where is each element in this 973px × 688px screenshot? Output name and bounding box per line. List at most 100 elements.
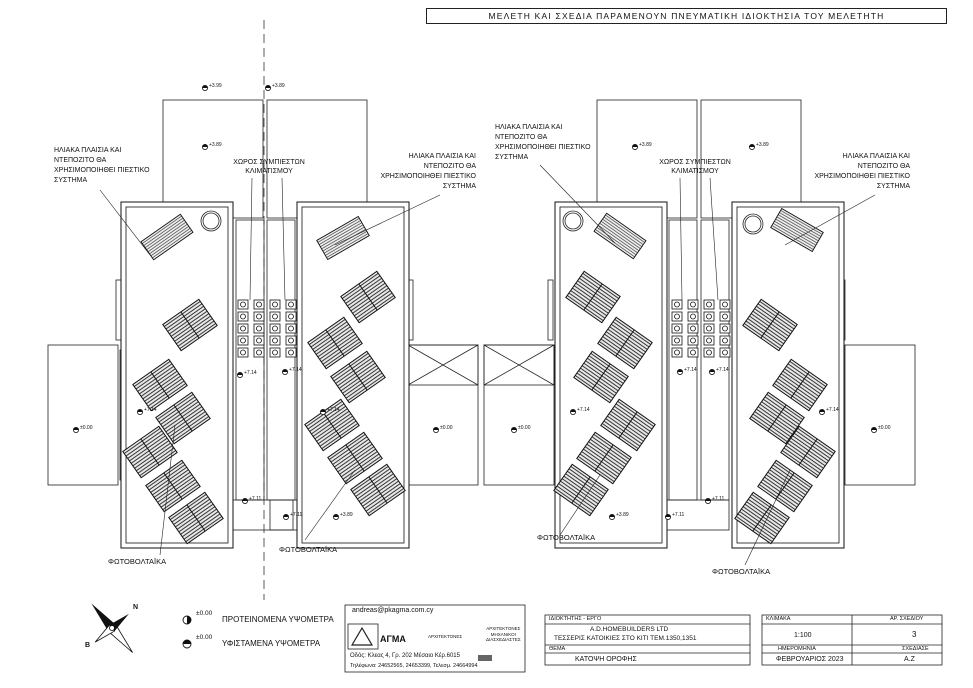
legend-existing-label: ΥΦΙΣΤΑΜΕΝΑ ΥΨΟΜΕΤΡΑ [222, 639, 321, 648]
north-arrow-icon [91, 603, 133, 653]
level-marker-fill [137, 409, 143, 412]
level-marker-fill [320, 409, 326, 412]
level-marker-fill [433, 427, 439, 430]
level-value: +3.89 [616, 512, 629, 518]
level-marker-fill [282, 369, 288, 372]
ac-fan-icon [272, 337, 278, 344]
ac-fan-icon [256, 349, 262, 356]
drawn-header: ΣΧΕΔΙΑΣΕ [902, 646, 929, 652]
north-n-label: N [133, 604, 139, 611]
ac-fan-icon [706, 349, 712, 356]
ac-fan-icon [256, 325, 262, 332]
ac-fan-icon [288, 301, 294, 308]
office-brand: ΑΓΜΑ [380, 634, 406, 644]
level-value: +3.89 [272, 83, 285, 89]
ac-fan-icon [288, 337, 294, 344]
ac-fan-icon [722, 325, 728, 332]
drawn-value: Α.Ζ [904, 656, 915, 663]
ac-space-line: ΧΩΡΟΣ ΣΥΜΠΙΕΣΤΩΝ [233, 159, 305, 166]
ac-space-line: ΚΛΙΜΑΤΙΣΜΟΥ [671, 168, 719, 175]
level-value: +3.89 [639, 142, 652, 148]
north-b-label: B [85, 642, 91, 649]
heater-note-line: ΝΤΕΠΟΖΙΤΟ ΘΑ [423, 163, 476, 170]
office-services: ΑΡΧΙΤΕΚΤΟΝΕΣ ΜΗΧΑΝΙΚΟΙ ΔΙΑΣΧΕΔΙΑΣΤΕΣ [486, 626, 521, 643]
scale-header: ΚΛΙΜΑΚΑ [766, 616, 791, 622]
theme-header: ΘΕΜΑ [549, 646, 566, 652]
heater-note-line: ΝΤΕΠΟΖΙΤΟ ΘΑ [495, 134, 548, 141]
heater-note-line: ΣΥΣΤΗΜΑ [876, 183, 910, 190]
ac-fan-icon [240, 301, 246, 308]
ac-fan-icon [674, 325, 680, 332]
level-value: +3.89 [209, 142, 222, 148]
ac-fan-icon [240, 337, 246, 344]
legend-existing-value: ±0.00 [196, 634, 213, 641]
owner-header: ΙΔΙΟΚΤΗΤΗΣ - ΕΡΓΟ [549, 616, 602, 622]
level-marker-fill [709, 369, 715, 372]
level-value: +7.14 [244, 370, 257, 376]
office-services-line: ΑΡΧΙΤΕΚΤΟΝΕΣ [486, 626, 521, 631]
ac-fan-icon [690, 325, 696, 332]
ac-fan-icon [706, 337, 712, 344]
ac-fan-icon [706, 301, 712, 308]
heater-note-line: ΧΡΗΣΙΜΟΠΟΙΗΘΕΙ ΠΙΕΣΤΙΚΟ [814, 173, 910, 180]
ac-fan-icon [256, 337, 262, 344]
ac-fan-icon [690, 313, 696, 320]
level-value: +7.14 [327, 407, 340, 413]
heater-note-4: ΗΛΙΑΚΑ ΠΛΑΙΣΙΑ ΚΑΙ ΝΤΕΠΟΖΙΤΟ ΘΑ ΧΡΗΣΙΜΟΠ… [806, 152, 910, 192]
legend-proposed-value: ±0.00 [196, 610, 213, 617]
office-services-line: ΔΙΑΣΧΕΔΙΑΣΤΕΣ [486, 637, 521, 642]
ac-space-note-right: ΧΩΡΟΣ ΣΥΜΠΙΕΣΤΩΝ ΚΛΙΜΑΤΙΣΜΟΥ [652, 158, 738, 176]
level-marker-fill [333, 514, 339, 517]
pv-label-1: ΦΩΤΟΒΟΛΤΑΪΚΑ [108, 557, 167, 566]
level-marker-fill [632, 144, 638, 147]
project-line-2: ΤΕΣΣΕΡΙΣ ΚΑΤΟΙΚΙΕΣ ΣΤΟ ΚΙΤΙ ΤΕΜ.1350,135… [554, 635, 697, 642]
level-marker-fill [242, 498, 248, 501]
level-value: +7.14 [289, 367, 302, 373]
ac-fan-icon [240, 349, 246, 356]
level-marker-fill [202, 144, 208, 147]
ac-space-line: ΚΛΙΜΑΤΙΣΜΟΥ [245, 168, 293, 175]
heater-note-line: ΣΥΣΤΗΜΑ [495, 154, 529, 161]
office-email: andreas@pkagma.com.cy [352, 607, 434, 614]
level-marker-fill [819, 409, 825, 412]
ac-fan-icon [288, 325, 294, 332]
level-value: +7.11 [290, 512, 302, 518]
pv-label-4: ΦΩΤΟΒΟΛΤΑΪΚΑ [712, 567, 771, 576]
level-marker-fill [570, 409, 576, 412]
ac-fan-icon [690, 337, 696, 344]
ac-fan-icon [288, 349, 294, 356]
ac-space-note-left: ΧΩΡΟΣ ΣΥΜΠΙΕΣΤΩΝ ΚΛΙΜΑΤΙΣΜΟΥ [226, 158, 312, 176]
level-value: ±0.00 [518, 425, 531, 431]
heater-note-2: ΗΛΙΑΚΑ ΠΛΑΙΣΙΑ ΚΑΙ ΝΤΕΠΟΖΙΤΟ ΘΑ ΧΡΗΣΙΜΟΠ… [372, 152, 476, 192]
ac-fan-icon [674, 349, 680, 356]
ac-fan-icon [272, 301, 278, 308]
heater-note-3: ΗΛΙΑΚΑ ΠΛΑΙΣΙΑ ΚΑΙ ΝΤΕΠΟΖΙΤΟ ΘΑ ΧΡΗΣΙΜΟΠ… [495, 123, 591, 163]
level-value: +7.14 [826, 407, 839, 413]
ac-fan-icon [240, 313, 246, 320]
level-value: +3.89 [756, 142, 769, 148]
ac-fan-icon [674, 337, 680, 344]
heater-note-line: ΝΤΕΠΟΖΙΤΟ ΘΑ [54, 157, 107, 164]
level-value: ±0.00 [80, 425, 93, 431]
ac-fan-icon [256, 313, 262, 320]
office-services-line: ΜΗΧΑΝΙΚΟΙ [490, 631, 516, 637]
level-marker-fill [749, 144, 755, 147]
office-sub: ΑΡΧΙΤΕΚΤΟΝΕΣ [428, 634, 463, 639]
heater-note-line: ΗΛΙΑΚΑ ΠΛΑΙΣΙΑ ΚΑΙ [54, 147, 122, 154]
level-value: +7.11 [249, 496, 261, 502]
level-value: ±0.00 [878, 425, 891, 431]
ac-fan-icon [240, 325, 246, 332]
ac-fan-icon [722, 337, 728, 344]
level-value: +7.14 [577, 407, 590, 413]
level-marker-fill [609, 514, 615, 517]
project-line-1: A.D.HOMEBUILDERS LTD [590, 626, 669, 633]
theme-value: ΚΑΤΟΨΗ ΟΡΟΦΗΣ [575, 656, 637, 663]
level-value: +7.14 [716, 367, 729, 373]
ac-fan-icon [706, 313, 712, 320]
drawing-no-header: ΑΡ. ΣΧΕΔΙΟΥ [890, 616, 924, 622]
ac-fan-icon [272, 313, 278, 320]
level-marker-fill [283, 514, 289, 517]
ac-fan-icon [722, 301, 728, 308]
heater-note-line: ΣΥΣΤΗΜΑ [54, 177, 88, 184]
ac-fan-icon [722, 349, 728, 356]
